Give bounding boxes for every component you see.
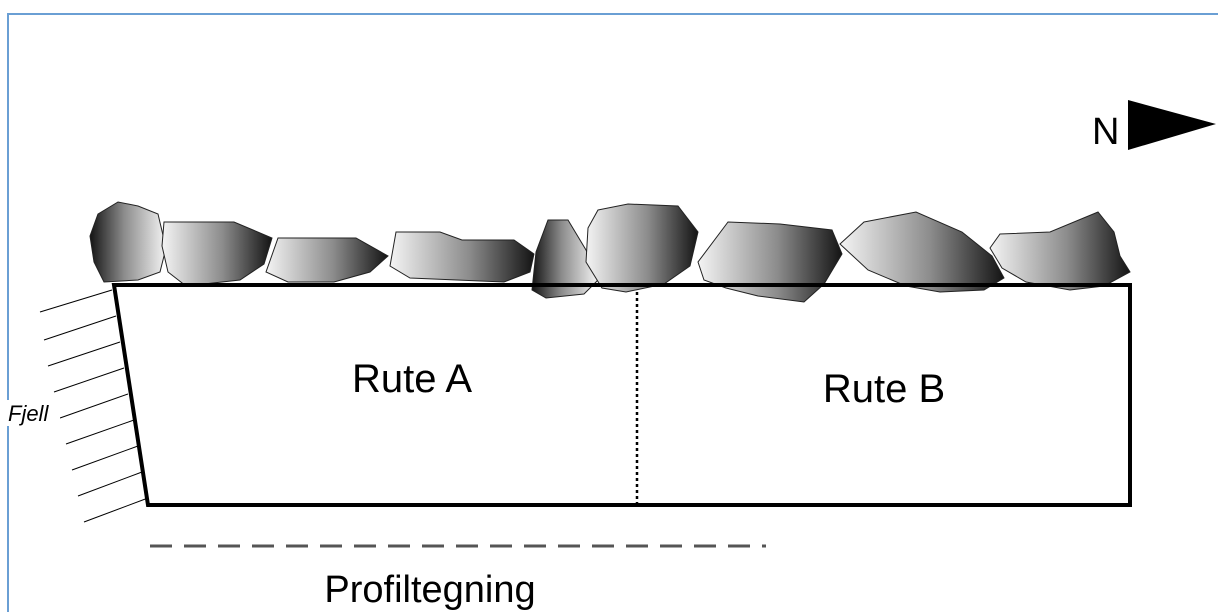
rock: [265, 237, 389, 283]
profile-label: Profiltegning: [324, 569, 535, 611]
rock: [839, 211, 1005, 293]
north-label: N: [1092, 111, 1119, 153]
bedrock-hatch: [39, 289, 149, 523]
rute-a-label: Rute A: [352, 357, 472, 401]
rock: [161, 221, 273, 287]
north-arrow-icon: [1128, 100, 1216, 150]
rock: [585, 203, 699, 293]
rock: [989, 211, 1131, 291]
fjell-label-bg: [4, 400, 60, 426]
excavation-area: [111, 283, 1132, 507]
rocks: [89, 201, 1131, 303]
figure-border: [7, 13, 1218, 612]
rute-b-label: Rute B: [823, 367, 945, 411]
rock: [89, 201, 167, 283]
rock: [531, 219, 599, 299]
rock: [697, 221, 843, 303]
fjell-label: Fjell: [8, 401, 49, 426]
rock: [389, 231, 535, 283]
